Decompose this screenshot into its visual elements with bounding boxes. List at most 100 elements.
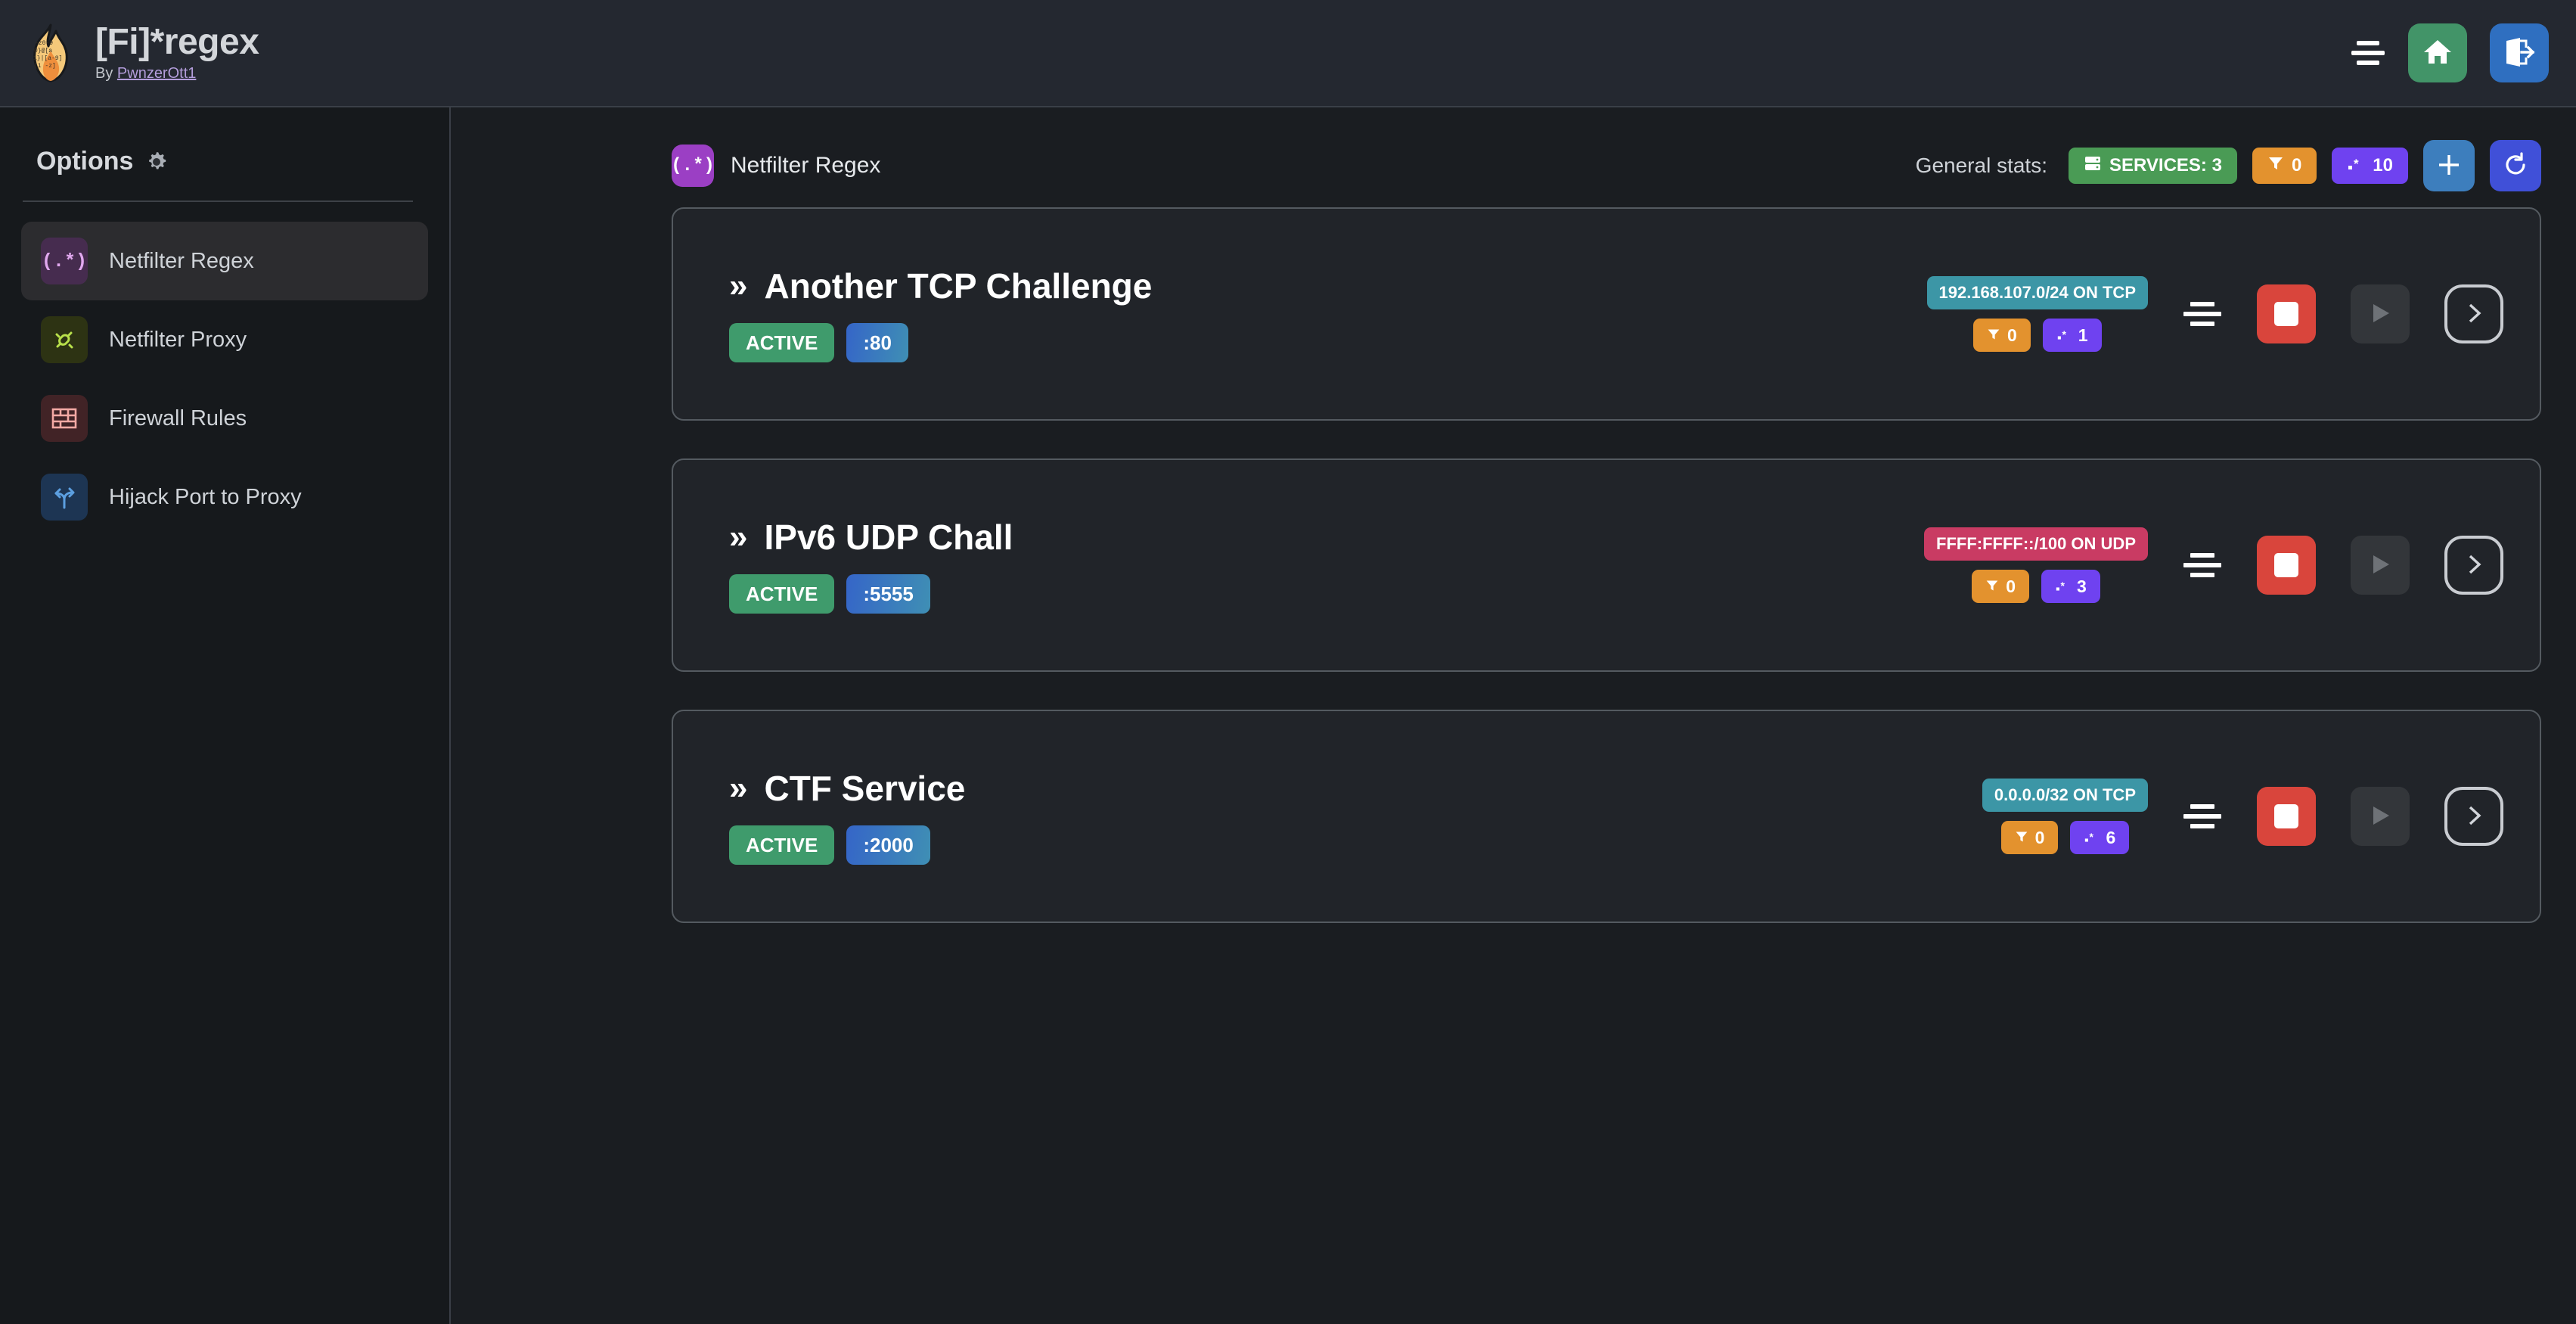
open-service-button[interactable] [2444,787,2503,846]
svg-text:*: * [2061,579,2065,591]
header-actions [2351,23,2549,82]
plus-icon [2435,151,2463,181]
author-line: By PwnzerOtt1 [95,65,259,82]
stop-icon [2274,302,2298,326]
sidebar-item-netfilter-regex[interactable]: (.*) Netfilter Regex [21,222,428,300]
service-actions: 192.168.107.0/24 ON TCP 0 * 1 [1926,276,2503,352]
network-badge: FFFF:FFFF::/100 ON UDP [1924,527,2148,561]
service-name: IPv6 UDP Chall [764,517,1013,557]
sidebar-item-netfilter-proxy[interactable]: Netfilter Proxy [21,300,428,379]
stop-icon [2274,804,2298,828]
service-title: » CTF Service [729,768,965,809]
refresh-button[interactable] [2490,140,2541,191]
open-service-button[interactable] [2444,284,2503,343]
service-info: » IPv6 UDP Chall ACTIVE :5555 [729,517,1013,614]
status-badge: ACTIVE [729,574,835,614]
service-card[interactable]: » Another TCP Challenge ACTIVE :80 192.1… [672,207,2541,421]
double-chevron-icon: » [729,267,748,304]
service-tags: ACTIVE :5555 [729,574,1013,614]
plug-icon [41,316,88,363]
svg-text:0}@[a: 0}@[a [34,48,52,54]
by-prefix: By [95,64,117,82]
service-regex-count: 3 [2077,576,2087,596]
stop-icon [2274,553,2298,577]
chevron-right-icon [2461,803,2487,831]
chevron-right-icon [2461,552,2487,580]
regex-dot-star-icon: * [2084,828,2099,848]
funnel-icon [1987,325,2000,346]
service-menu-icon[interactable] [2183,550,2222,580]
service-menu-icon[interactable] [2183,801,2222,831]
general-stats: General stats: SERVICES: 3 [1916,140,2541,191]
stop-service-button[interactable] [2257,284,2316,343]
play-icon [2367,803,2393,831]
sidebar-item-firewall-rules[interactable]: Firewall Rules [21,379,428,458]
regex-icon: (.*) [671,145,715,187]
sidebar-item-hijack-port-to-proxy[interactable]: Hijack Port to Proxy [21,458,428,536]
add-service-button[interactable] [2423,140,2475,191]
service-filters-count: 0 [2034,827,2045,847]
regex-dot-star-icon: * [2056,325,2072,346]
port-badge: :80 [846,323,908,362]
service-card[interactable]: » CTF Service ACTIVE :2000 0.0.0.0/32 ON… [672,710,2541,923]
chevron-right-icon [2461,300,2487,328]
service-counters: 0 * 1 [1972,319,2102,352]
svg-text:*: * [2090,830,2094,842]
service-info: » CTF Service ACTIVE :2000 [729,768,965,865]
service-filters-badge: 0 [1972,570,2029,603]
service-title: » IPv6 UDP Chall [729,517,1013,558]
svg-text:-z0-9: -z0-9 [35,40,53,47]
services-list: » Another TCP Challenge ACTIVE :80 192.1… [672,207,2541,923]
regex-icon: (.*) [41,238,88,284]
main-content: (.*) Netfilter Regex General stats: SERV… [452,107,2576,1324]
service-filters-count: 0 [2006,325,2017,345]
filters-count-label: 0 [2291,155,2302,176]
port-badge: :2000 [846,825,930,865]
top-header-bar: -z0-9 0}@[a 1}|[a-9] (1 -z] [Fi]*regex B… [0,0,2576,107]
service-filters-badge: 0 [2000,821,2059,854]
stop-service-button[interactable] [2257,536,2316,595]
stop-service-button[interactable] [2257,787,2316,846]
sidebar-item-label: Netfilter Regex [109,248,254,273]
service-name: Another TCP Challenge [764,266,1153,306]
service-filters-count: 0 [2006,576,2016,596]
port-badge: :5555 [846,574,930,614]
service-regex-count: 6 [2106,827,2116,847]
regex-count-badge: * 10 [2332,148,2408,184]
general-stats-label: General stats: [1915,154,2047,177]
align-center-icon[interactable] [2351,40,2385,66]
logout-button[interactable] [2490,23,2549,82]
service-regex-badge: * 6 [2070,821,2130,854]
service-regex-badge: * 1 [2042,319,2102,352]
play-icon [2367,552,2393,580]
brick-wall-icon [41,395,88,442]
open-service-button[interactable] [2444,536,2503,595]
sidebar-divider [23,200,413,202]
service-counters: 0 * 6 [2000,821,2130,854]
gear-icon[interactable] [144,149,169,175]
svg-text:(1 -z]: (1 -z] [34,63,56,70]
double-chevron-icon: » [729,769,748,807]
service-menu-icon[interactable] [2183,299,2222,329]
service-counters: 0 * 3 [1972,570,2100,603]
page-title-label: Netfilter Regex [731,153,881,178]
funnel-icon [2267,155,2284,177]
filters-count-badge: 0 [2252,148,2317,184]
network-badge: 0.0.0.0/32 ON TCP [1982,779,2148,812]
author-link[interactable]: PwnzerOtt1 [116,64,197,82]
home-button[interactable] [2408,23,2467,82]
service-tags: ACTIVE :80 [729,323,1152,362]
service-card[interactable]: » IPv6 UDP Chall ACTIVE :5555 FFFF:FFFF:… [672,458,2541,672]
service-actions: 0.0.0.0/32 ON TCP 0 * 6 [1982,779,2503,854]
network-badge: 192.168.107.0/24 ON TCP [1926,276,2148,309]
brand-text: [Fi]*regex By PwnzerOtt1 [95,23,259,82]
page-title: (.*) Netfilter Regex [671,145,881,187]
service-title: » Another TCP Challenge [729,266,1152,306]
service-filters-badge: 0 [1972,319,2031,352]
main-header-row: (.*) Netfilter Regex General stats: SERV… [452,139,2576,192]
sidebar-item-label: Netfilter Proxy [109,327,247,352]
service-regex-badge: * 3 [2041,570,2100,603]
status-badge: ACTIVE [729,825,835,865]
service-regex-count: 1 [2078,325,2088,345]
brand: -z0-9 0}@[a 1}|[a-9] (1 -z] [Fi]*regex B… [26,23,259,82]
